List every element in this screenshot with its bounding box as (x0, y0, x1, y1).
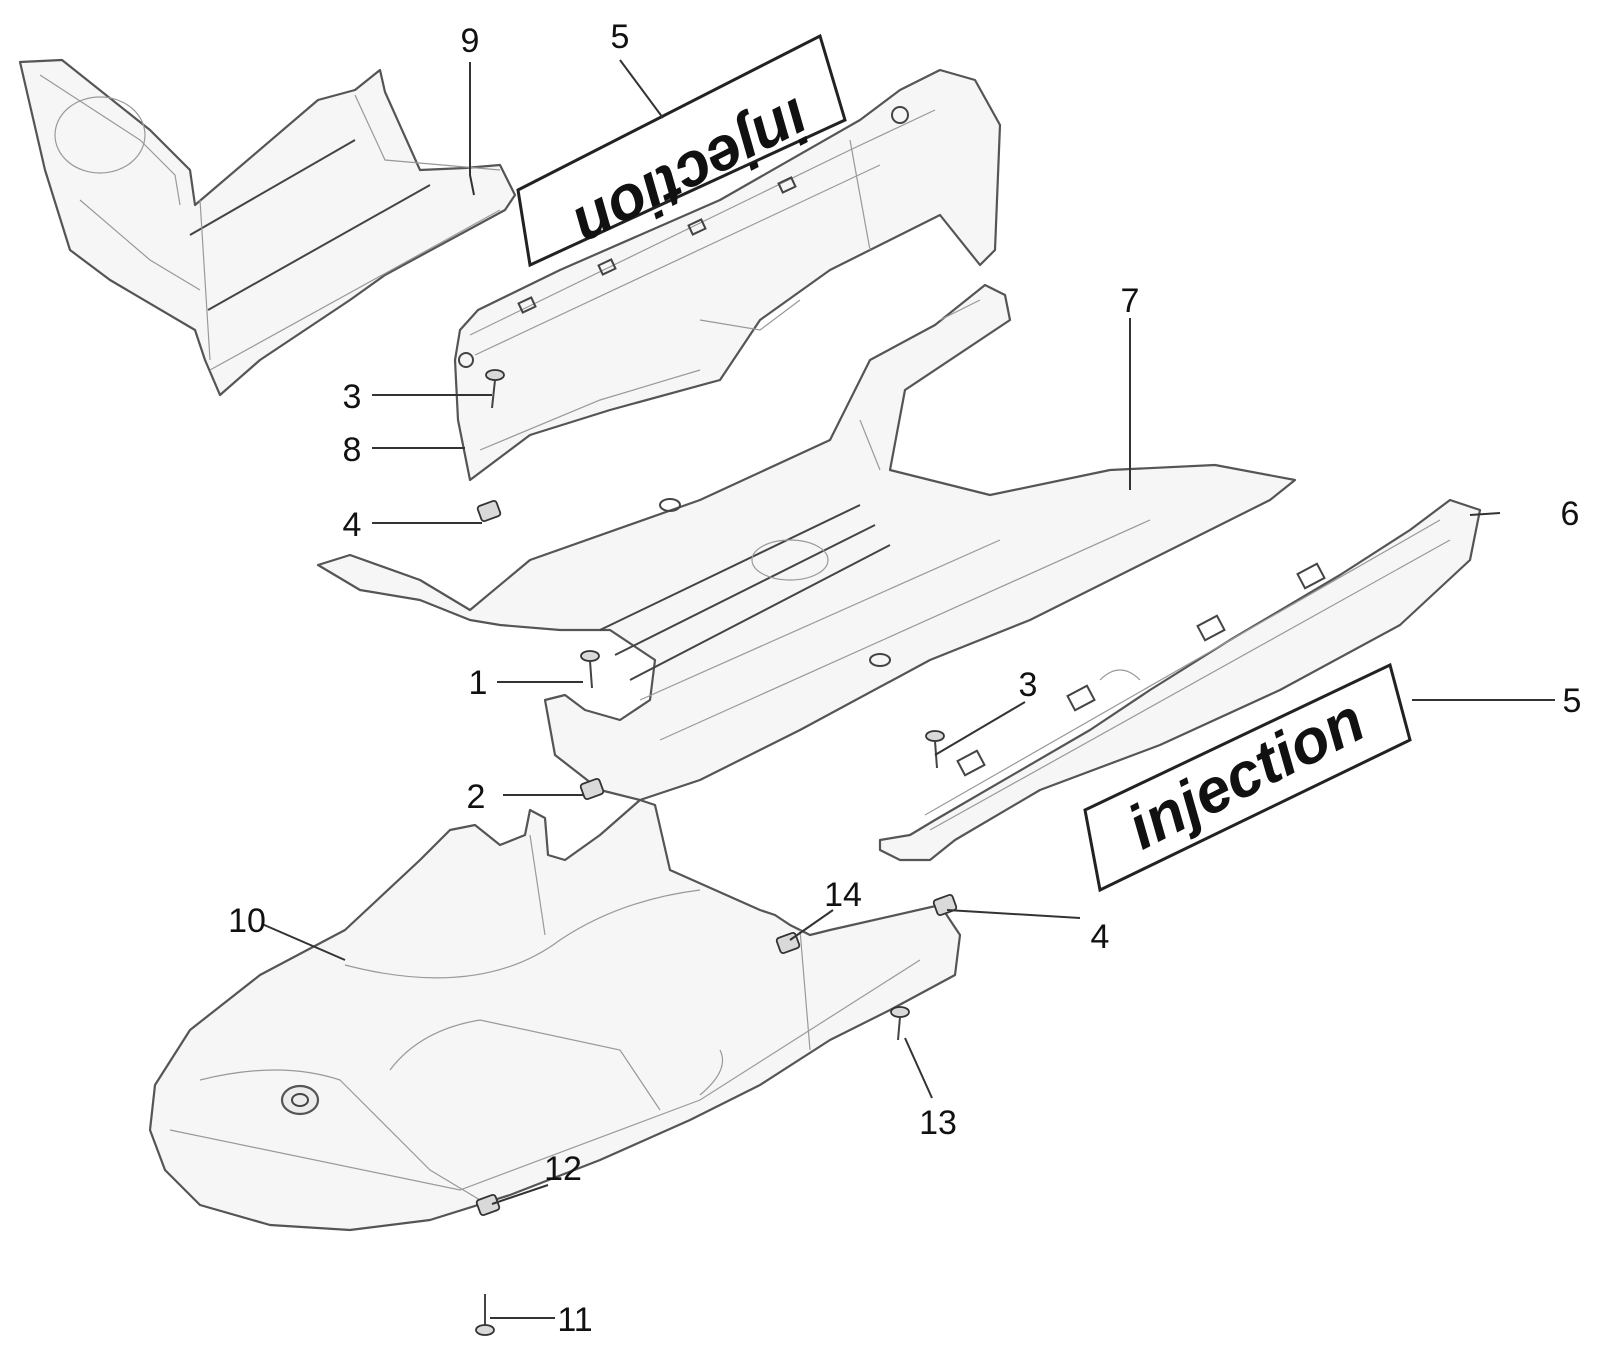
fastener-screw-13 (890, 1006, 910, 1041)
callout-10: 10 (228, 902, 266, 940)
leader-lines (261, 59, 1555, 1319)
part-8-leg-shield (453, 68, 1002, 482)
callout-5-right: 5 (1563, 682, 1582, 720)
callout-4-left: 4 (343, 506, 362, 544)
fastener-screw-1 (580, 650, 600, 689)
part-7-footboard (316, 283, 1297, 802)
part-6-side-panel (878, 498, 1482, 862)
callout-11: 11 (557, 1301, 592, 1339)
fastener-clip-4a (476, 500, 502, 522)
callout-5-top: 5 (611, 18, 630, 56)
callout-6: 6 (1561, 495, 1580, 533)
callout-2: 2 (467, 778, 486, 816)
callout-7: 7 (1121, 282, 1140, 320)
callout-3-right: 3 (1019, 666, 1038, 704)
callout-9: 9 (461, 22, 480, 60)
callout-4-right: 4 (1091, 918, 1110, 956)
callout-1: 1 (469, 664, 488, 702)
fastener-clip-4b (932, 894, 958, 916)
part-10-belly-pan (148, 798, 962, 1232)
callout-14: 14 (824, 876, 862, 914)
part-9-front-shield (18, 58, 517, 397)
fastener-clip-2 (579, 778, 605, 800)
callout-13: 13 (919, 1104, 957, 1142)
callout-12: 12 (544, 1150, 582, 1188)
fastener-screw-3b (925, 730, 945, 769)
fastener-screw-3a (485, 369, 505, 409)
fastener-screw-11 (475, 1294, 495, 1336)
callout-3-left: 3 (343, 378, 362, 416)
callout-8: 8 (343, 431, 362, 469)
callout-numbers: 9 5 3 8 4 7 6 1 3 5 2 14 10 4 13 12 11 (228, 18, 1581, 1339)
